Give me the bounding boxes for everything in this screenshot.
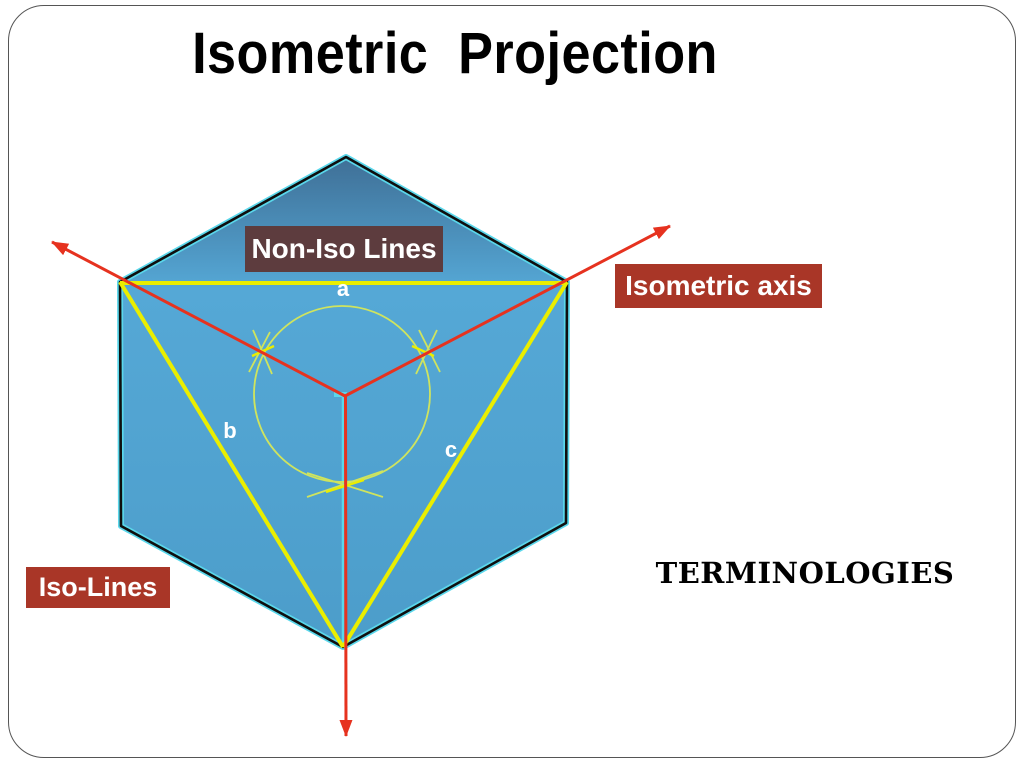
isometric-axis-down [339, 395, 353, 737]
point-label-c: c [445, 437, 457, 462]
terminologies-heading: TERMINOLOGIES [655, 556, 955, 590]
isometric-axis-upper-left [51, 240, 346, 398]
point-label-a: a [337, 276, 350, 301]
non-iso-lines-label: Non-Iso Lines [245, 226, 443, 272]
point-label-b: b [223, 418, 236, 443]
construction-circle [253, 305, 431, 483]
isometric-axis-upper-right [344, 224, 671, 398]
iso-line-c [341, 280, 569, 649]
slide-title: Isometric Projection [192, 21, 718, 86]
iso-line-b [118, 280, 345, 649]
iso-lines-label: Iso-Lines [26, 567, 170, 608]
isometric-axis-label: Isometric axis [615, 264, 822, 308]
